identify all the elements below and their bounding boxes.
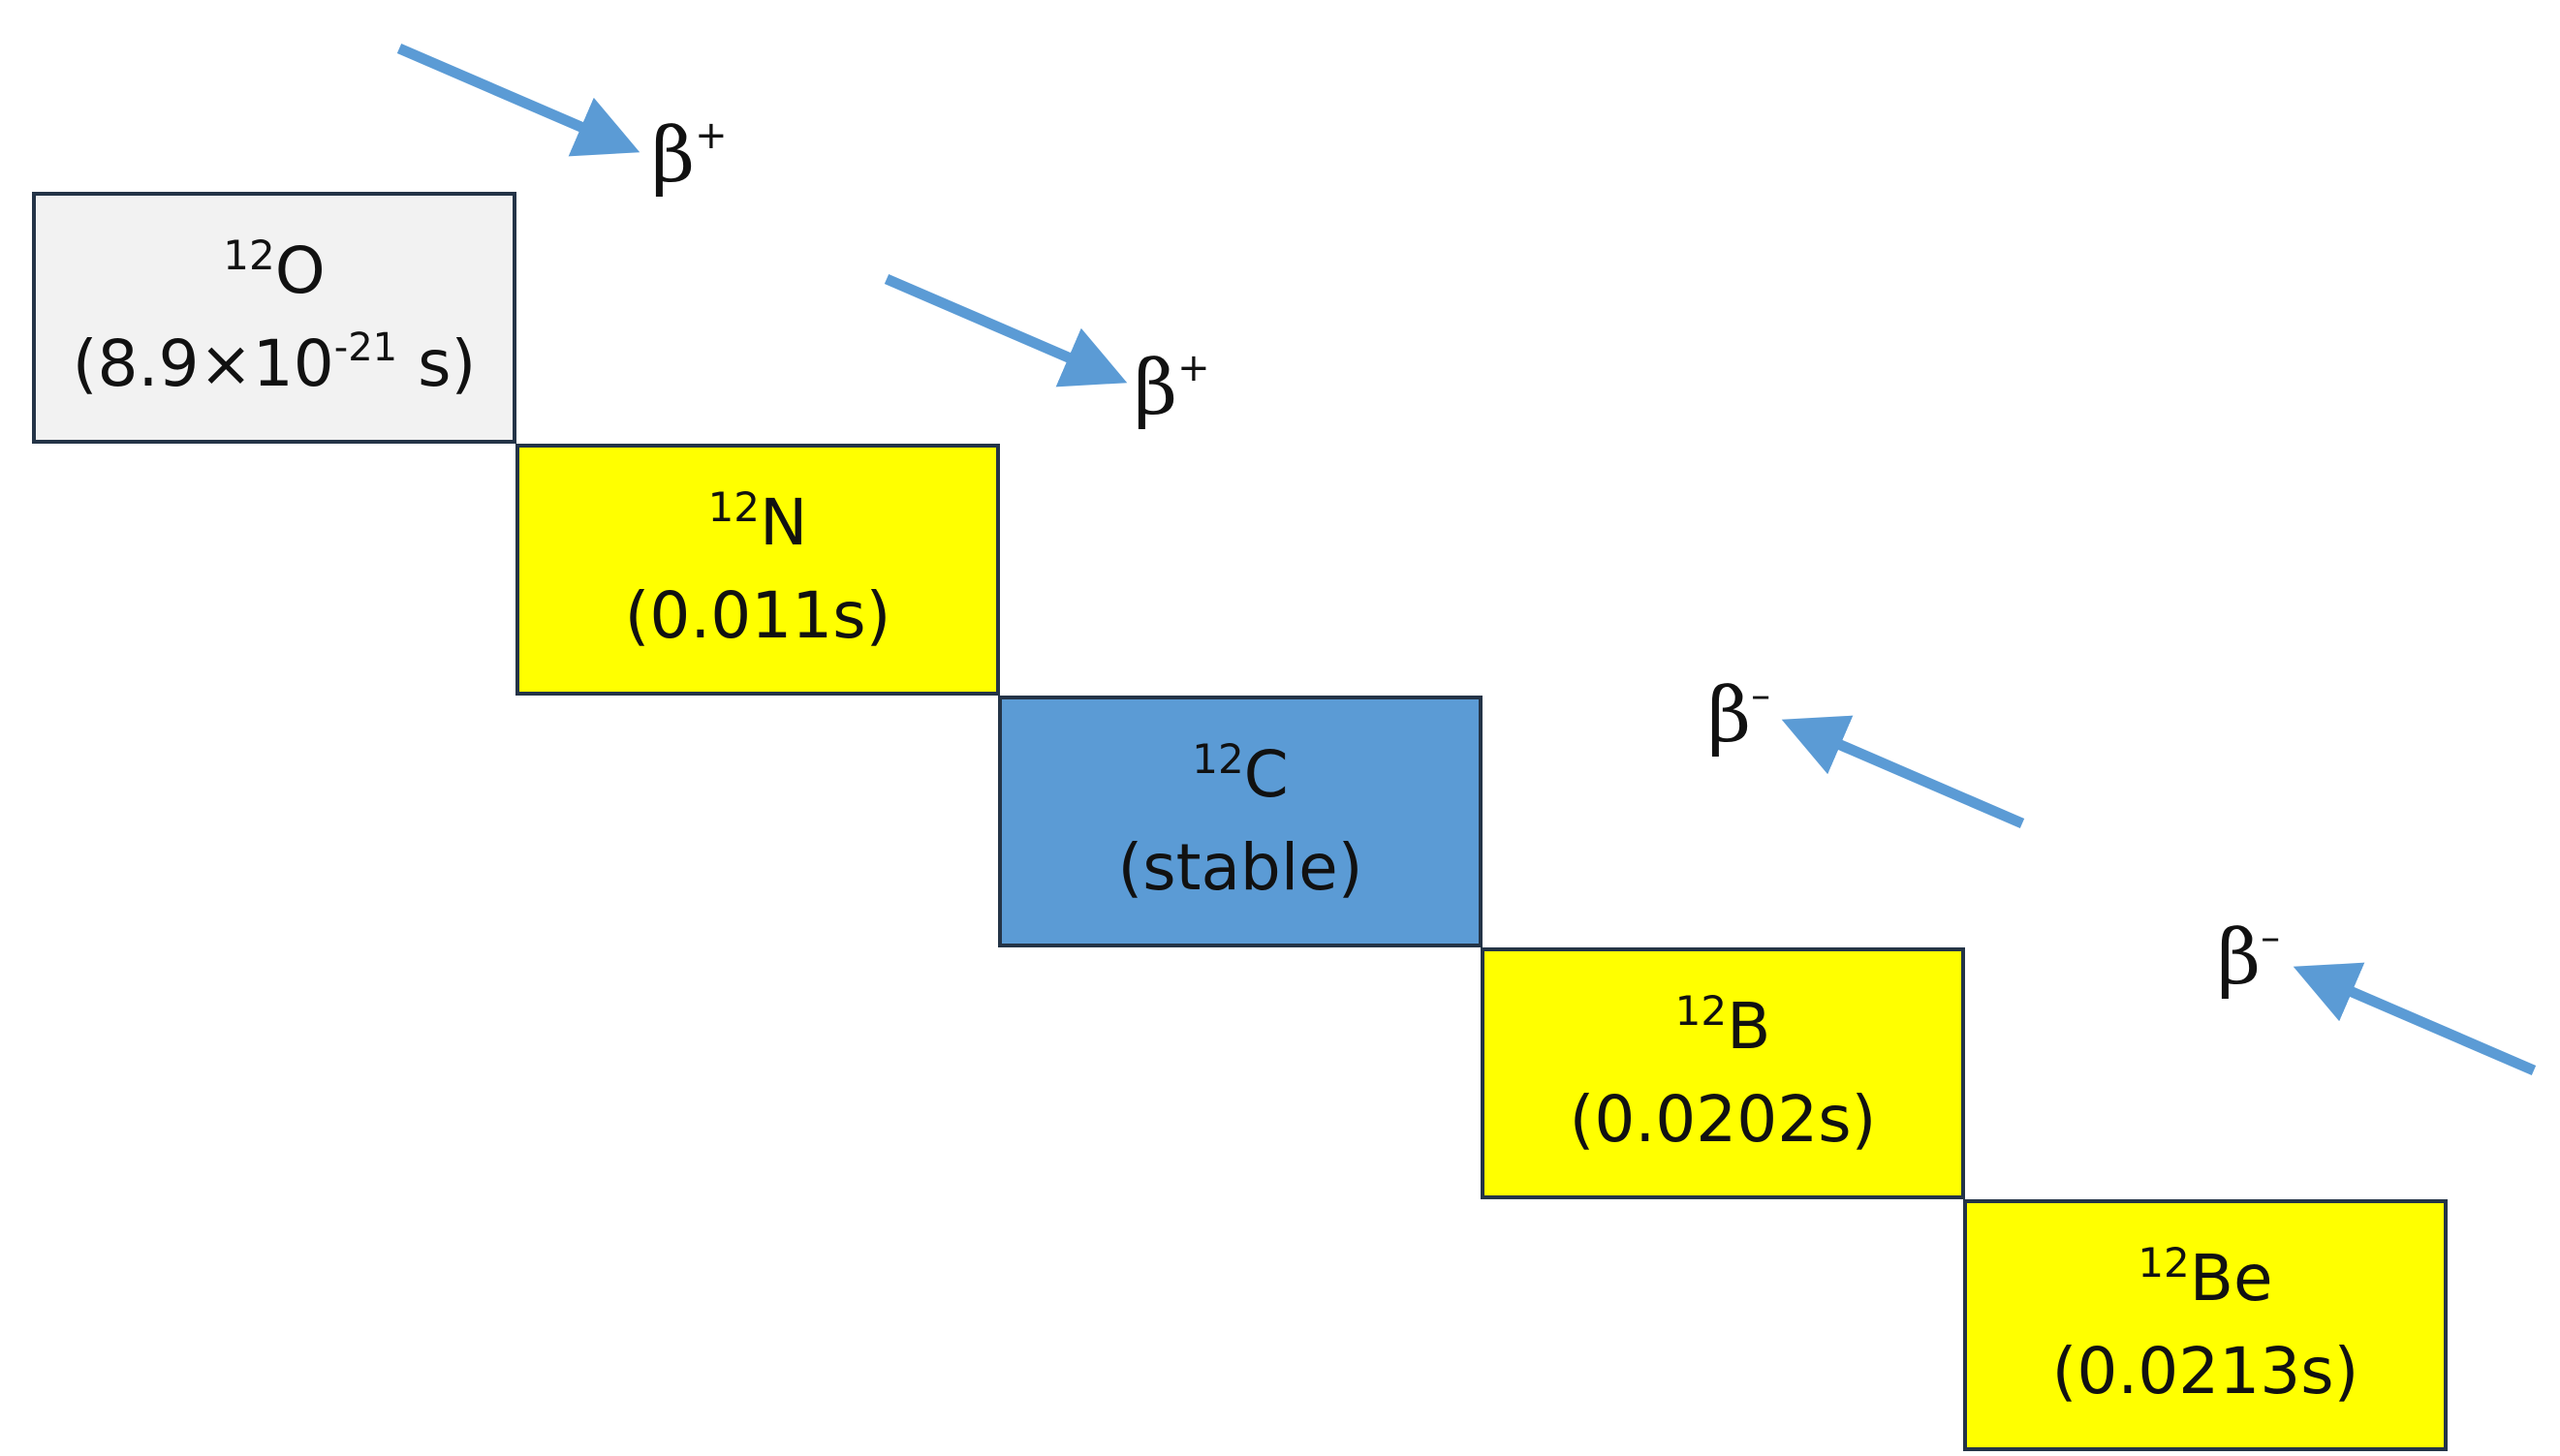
mass-number: 12 xyxy=(2138,1239,2190,1287)
beta-plus-label-1: β+ xyxy=(651,116,728,194)
decay-symbol: β xyxy=(651,112,696,200)
beta-plus-arrow-1 xyxy=(396,43,640,157)
element-symbol: Be xyxy=(2189,1241,2273,1317)
element-symbol: B xyxy=(1727,989,1771,1065)
decay-symbol: β xyxy=(1134,345,1178,432)
decay-charge: + xyxy=(1177,346,1210,390)
beta-plus-label-2: β+ xyxy=(1134,349,1210,426)
beta-minus-arrow-1 xyxy=(1781,715,2025,829)
nuclide-box-c12: 12C (stable) xyxy=(998,696,1483,947)
half-life-exponent: -21 xyxy=(333,325,398,370)
mass-number: 12 xyxy=(1674,987,1728,1036)
nuclide-symbol: 12Be xyxy=(2138,1232,2272,1325)
beta-minus-label-1: β– xyxy=(1707,676,1770,754)
nuclide-symbol: 12O xyxy=(223,225,325,318)
beta-minus-label-2: β– xyxy=(2217,918,2280,996)
half-life-unit: s) xyxy=(397,326,477,401)
nuclide-box-o12: 12O (8.9×10-21 s) xyxy=(32,192,516,444)
decay-charge: – xyxy=(1751,673,1771,718)
half-life-mantissa: (8.9×10 xyxy=(72,326,334,401)
half-life: (0.0202s) xyxy=(1569,1082,1877,1157)
beta-minus-arrow-2 xyxy=(2293,962,2537,1076)
element-symbol: C xyxy=(1243,737,1289,813)
decay-symbol: β xyxy=(1707,672,1752,759)
decay-charge: – xyxy=(2261,915,2281,960)
nuclide-box-b12: 12B (0.0202s) xyxy=(1481,947,1965,1199)
decay-charge: + xyxy=(695,113,728,158)
half-life: (stable) xyxy=(1117,830,1363,905)
nuclide-symbol: 12N xyxy=(708,477,808,570)
half-life: (0.0213s) xyxy=(2051,1334,2359,1409)
element-symbol: N xyxy=(760,485,808,561)
element-symbol: O xyxy=(274,233,326,309)
nuclide-symbol: 12B xyxy=(1675,980,1771,1073)
decay-symbol: β xyxy=(2217,914,2262,1002)
half-life: (0.011s) xyxy=(624,578,891,653)
half-life: (8.9×10-21 s) xyxy=(73,318,476,411)
mass-number: 12 xyxy=(223,232,275,280)
nuclide-box-be12: 12Be (0.0213s) xyxy=(1963,1199,2448,1451)
nuclide-symbol: 12C xyxy=(1192,728,1289,821)
nuclide-box-n12: 12N (0.011s) xyxy=(515,444,1000,696)
mass-number: 12 xyxy=(1192,735,1244,784)
mass-number: 12 xyxy=(707,483,761,532)
beta-plus-arrow-2 xyxy=(884,273,1128,387)
